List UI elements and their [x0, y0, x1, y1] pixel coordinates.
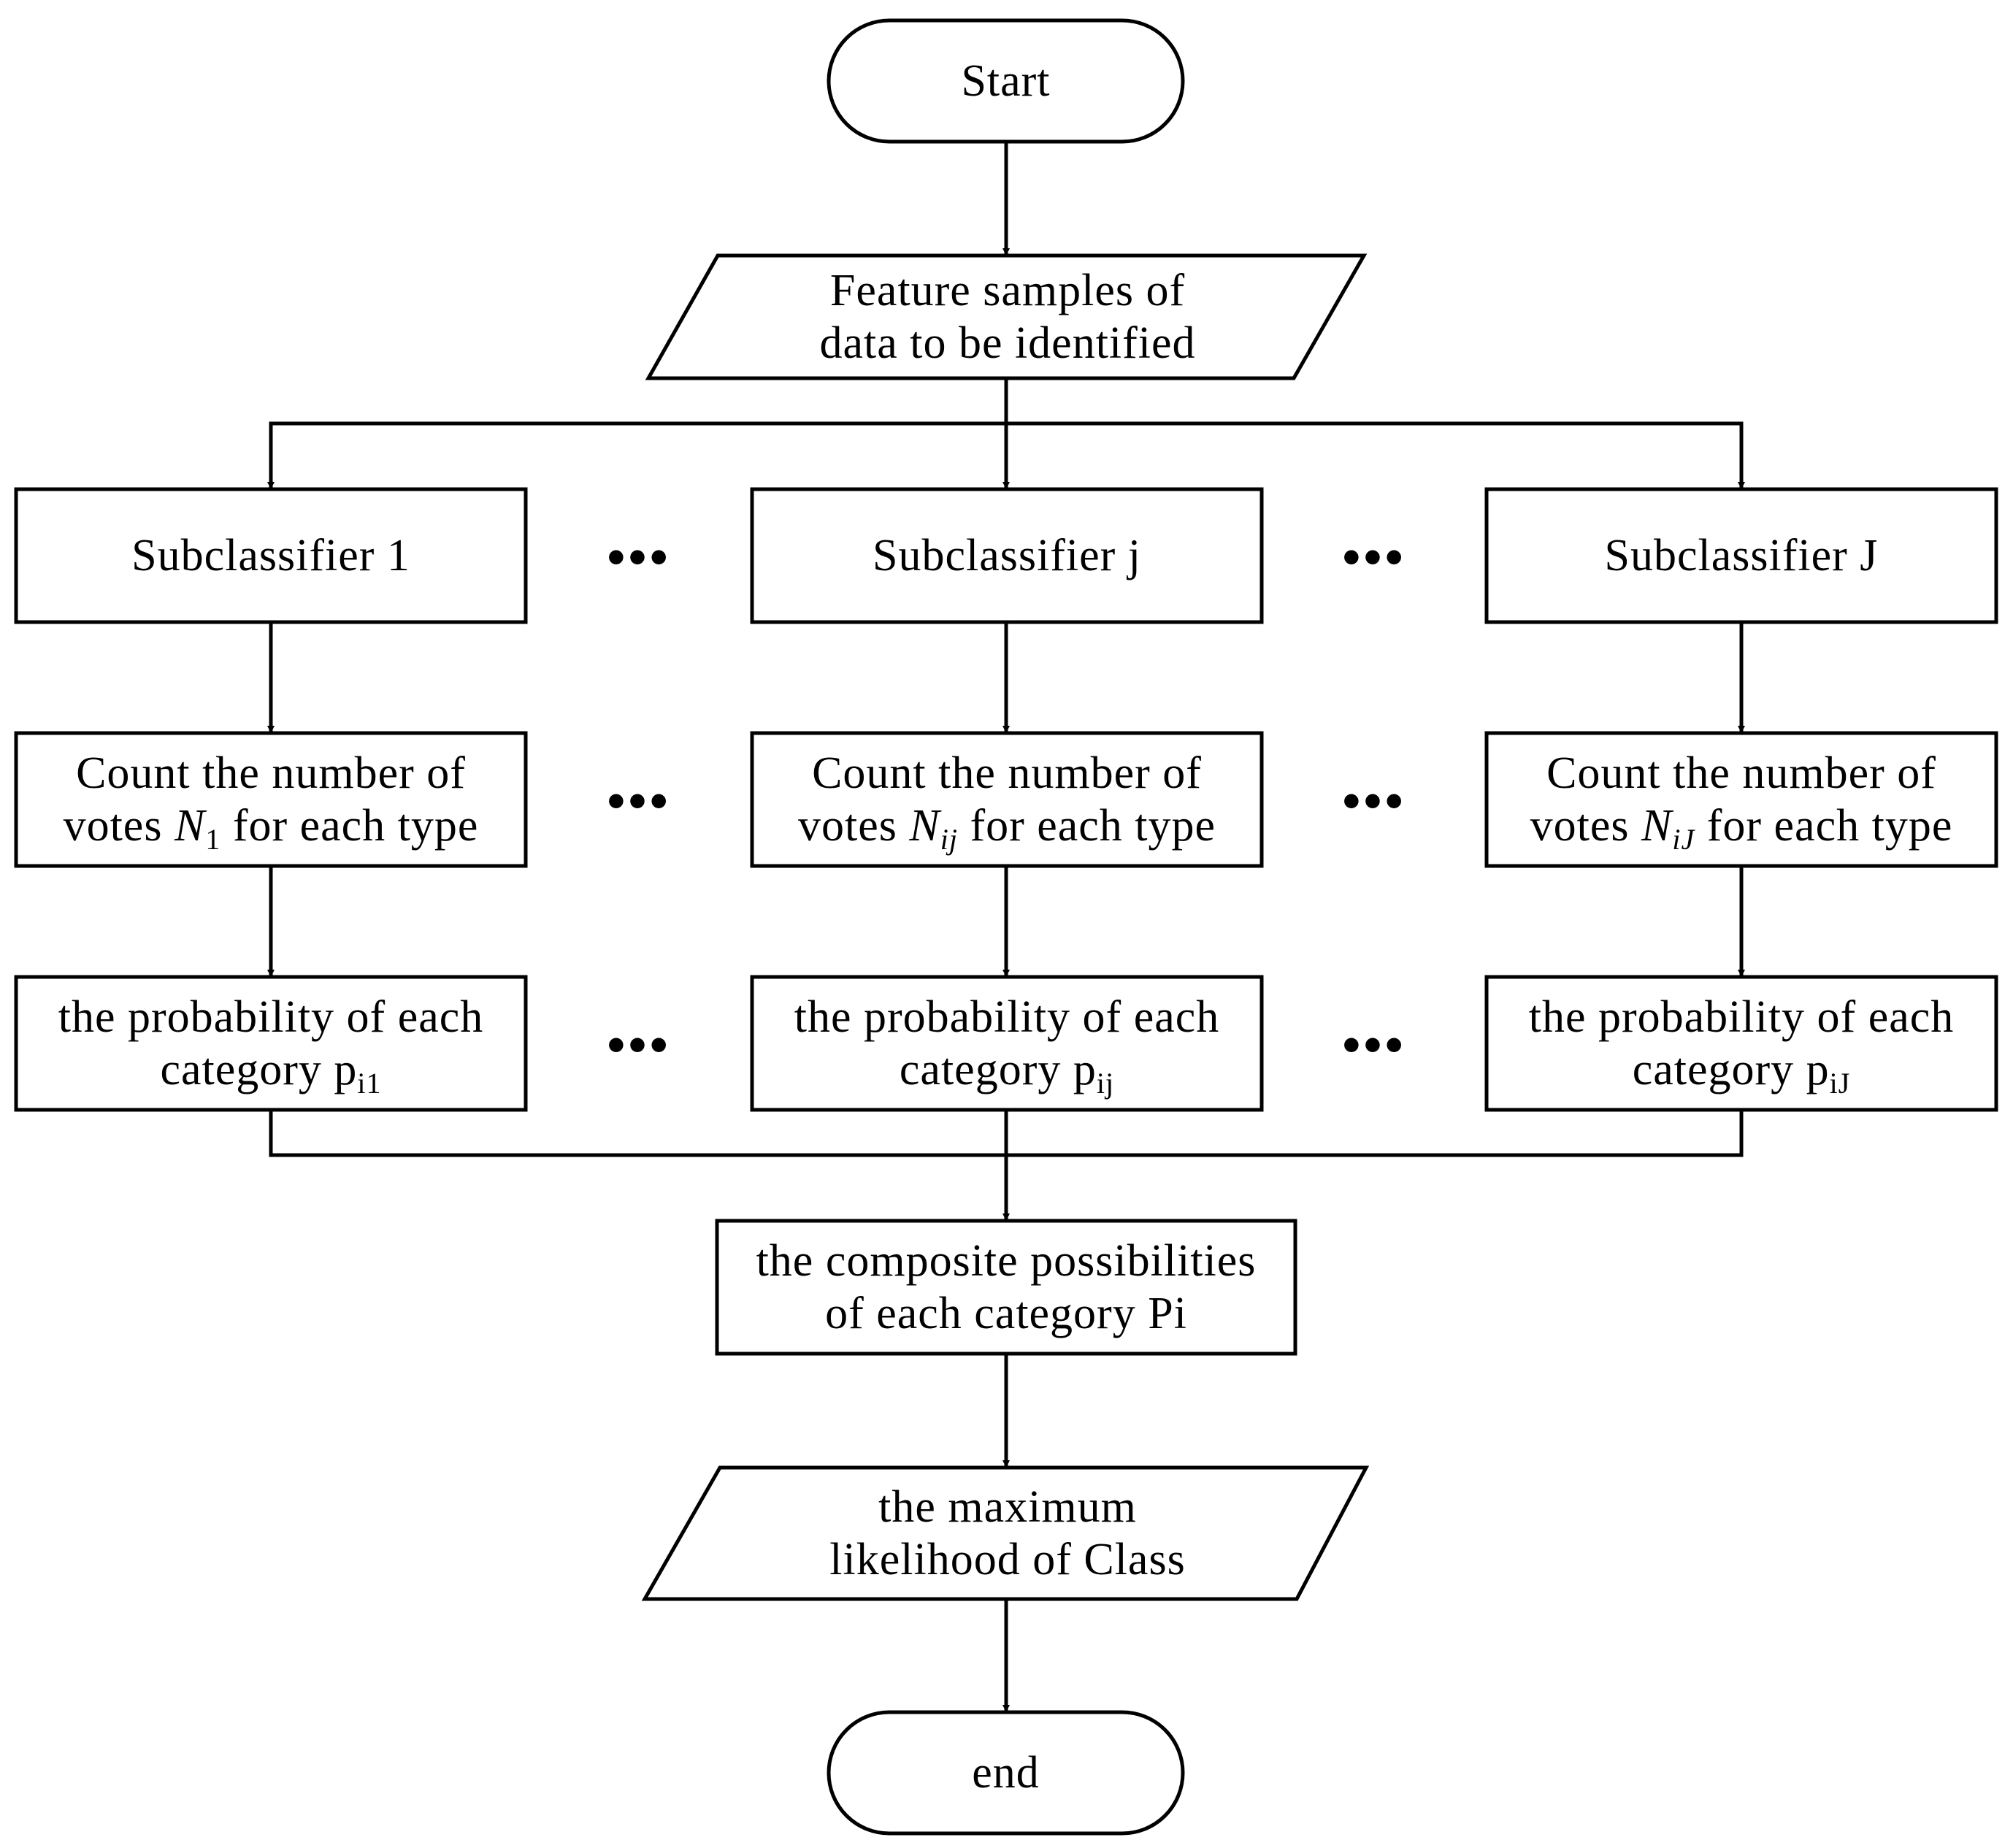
composite-line1: the composite possibilities	[756, 1236, 1257, 1286]
count-suffix: for each type	[221, 801, 479, 851]
count-prefix: votes	[63, 801, 175, 851]
count-line1: Count the number of	[76, 748, 466, 798]
probability-J: the probability of each category piJ	[1487, 977, 1996, 1110]
output-node: the maximum likelihood of Class	[657, 1468, 1358, 1599]
vote-count-subscript: 1	[205, 823, 221, 856]
vote-count-variable: N	[174, 801, 206, 851]
start-terminal: Start	[829, 20, 1183, 142]
vote-count-variable: N	[1641, 801, 1673, 851]
count-votes-1: Count the number of votes N1 for each ty…	[16, 733, 526, 866]
subclassifier-j: Subclassifier j	[752, 489, 1262, 622]
count-line2: votes Nij for each type	[797, 800, 1216, 854]
end-terminal: end	[829, 1712, 1183, 1833]
count-votes-j: Count the number of votes Nij for each t…	[752, 733, 1262, 866]
end-label: end	[972, 1748, 1040, 1798]
ellipsis-row3-left: •••	[607, 1016, 671, 1074]
probability-subscript: iJ	[1829, 1067, 1851, 1100]
subclassifier-j-label: Subclassifier j	[873, 531, 1141, 580]
subclassifier-1-label: Subclassifier 1	[131, 531, 410, 580]
start-label: Start	[961, 56, 1051, 106]
output-line1: the maximum	[878, 1482, 1137, 1532]
probability-subscript: ij	[1096, 1067, 1115, 1100]
probability-line2: category pi1	[160, 1043, 381, 1098]
input-label-line2: data to be identified	[819, 318, 1196, 368]
probability-j: the probability of each category pij	[752, 977, 1262, 1110]
count-line2: votes N1 for each type	[63, 800, 479, 854]
vote-count-variable: N	[909, 801, 940, 851]
count-suffix: for each type	[1695, 801, 1953, 851]
probability-line2: category pij	[899, 1043, 1114, 1098]
count-line1: Count the number of	[1546, 748, 1936, 798]
probability-line1: the probability of each	[58, 992, 484, 1042]
count-line1: Count the number of	[812, 748, 1202, 798]
probability-line1: the probability of each	[794, 992, 1220, 1042]
probability-prefix: category p	[899, 1045, 1097, 1094]
ellipsis-row3-right: •••	[1342, 1016, 1406, 1074]
ellipsis-row1-right: •••	[1342, 528, 1406, 586]
composite-node: the composite possibilities of each cate…	[717, 1221, 1295, 1354]
ellipsis-row1-left: •••	[607, 528, 671, 586]
ellipsis-row2-left: •••	[607, 772, 671, 830]
input-parallelogram-shape	[645, 253, 1368, 380]
output-line2: likelihood of Class	[829, 1535, 1186, 1584]
count-line2: votes NiJ for each type	[1530, 800, 1953, 854]
subclassifier-1: Subclassifier 1	[16, 489, 526, 622]
output-parallelogram-shape	[641, 1465, 1370, 1601]
probability-prefix: category p	[1632, 1045, 1830, 1094]
subclassifier-J-label: Subclassifier J	[1604, 531, 1879, 580]
input-label-line1: Feature samples of	[829, 266, 1186, 315]
probability-1: the probability of each category pi1	[16, 977, 526, 1110]
probability-line1: the probability of each	[1528, 992, 1955, 1042]
count-suffix: for each type	[957, 801, 1216, 851]
probability-prefix: category p	[160, 1045, 358, 1094]
count-prefix: votes	[797, 801, 910, 851]
probability-subscript: i1	[357, 1067, 382, 1100]
count-votes-J: Count the number of votes NiJ for each t…	[1487, 733, 1996, 866]
probability-line2: category piJ	[1632, 1043, 1851, 1098]
composite-line2: of each category Pi	[825, 1289, 1187, 1338]
input-node: Feature samples of data to be identified	[657, 256, 1358, 378]
subclassifier-J: Subclassifier J	[1487, 489, 1996, 622]
vote-count-subscript: ij	[940, 823, 958, 856]
vote-count-subscript: iJ	[1672, 823, 1695, 856]
ellipsis-row2-right: •••	[1342, 772, 1406, 830]
count-prefix: votes	[1530, 801, 1642, 851]
